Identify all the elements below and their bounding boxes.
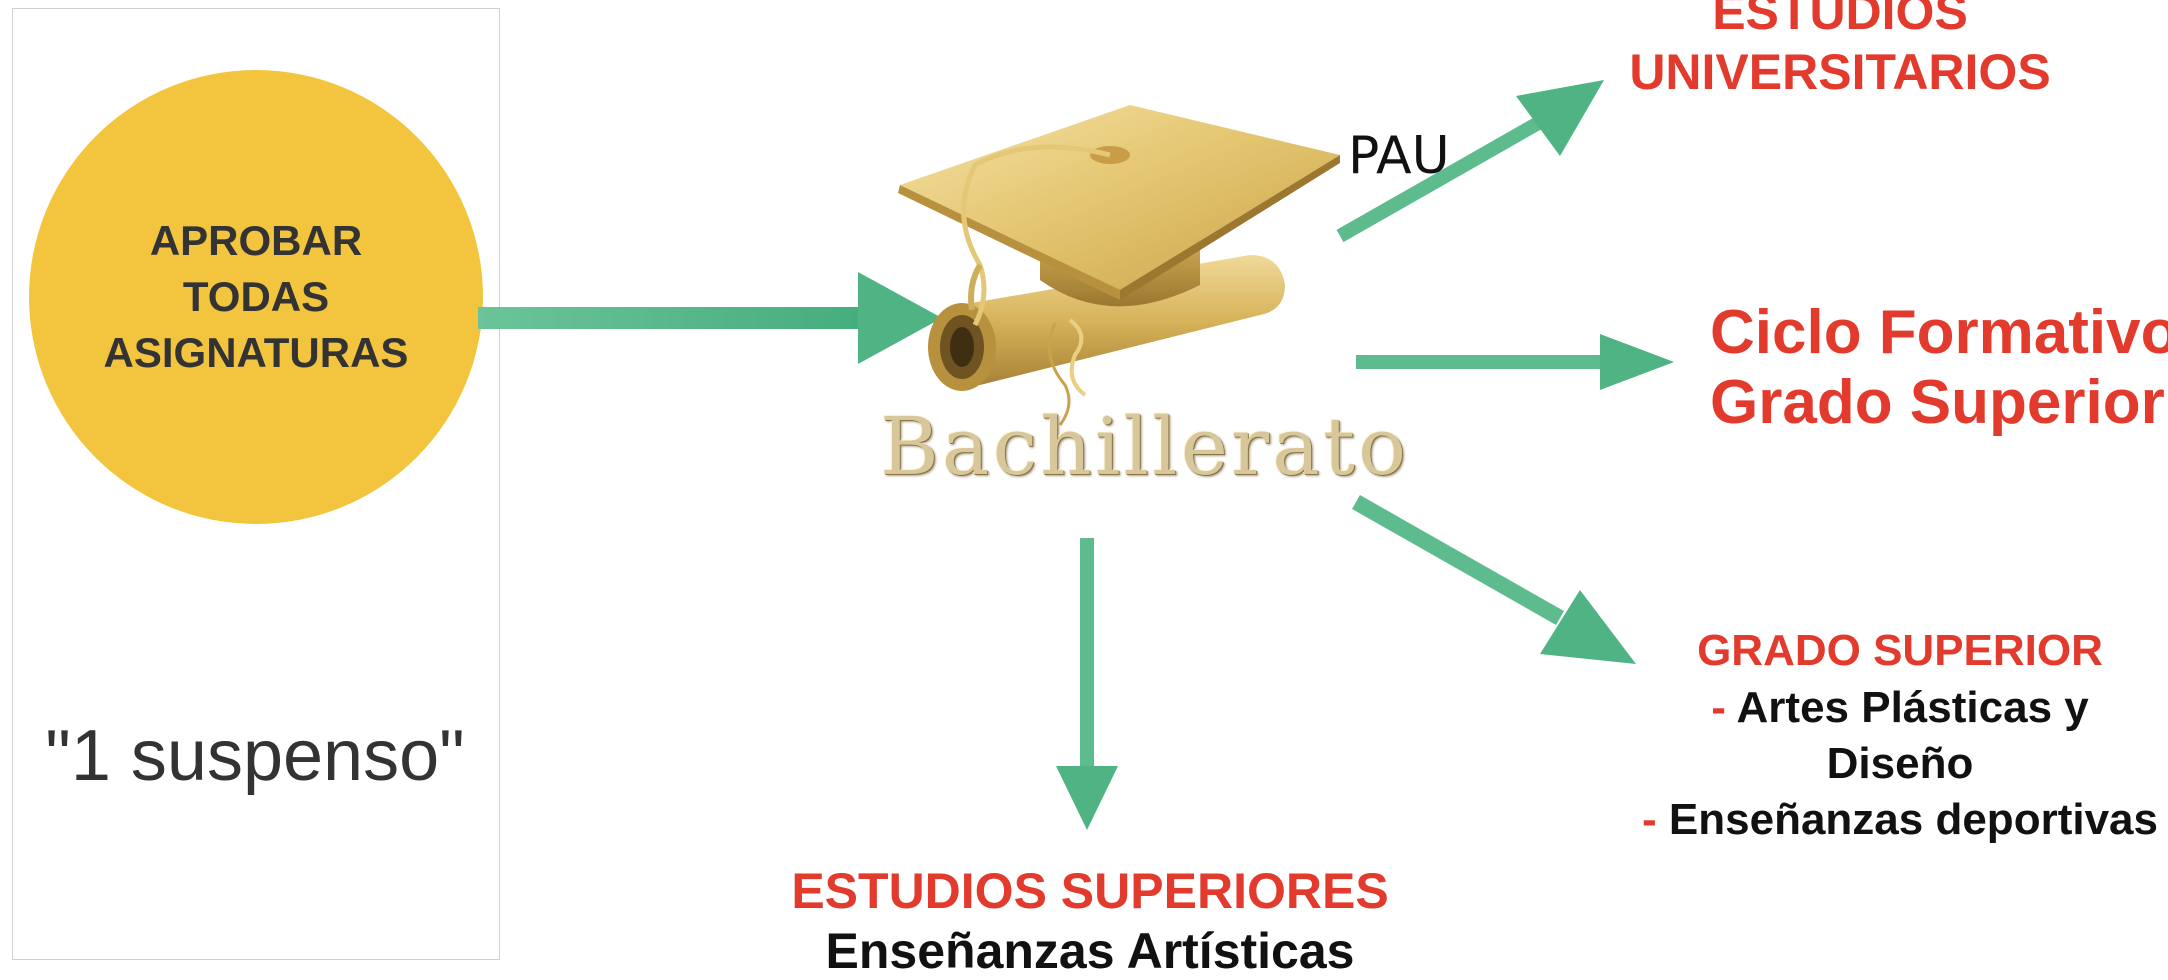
arrow-to-estudios-superiores: [1056, 538, 1118, 830]
pau-label: PAU: [1348, 126, 1450, 186]
requirement-text: APROBAR TODAS ASIGNATURAS: [103, 217, 409, 376]
suspenso-note: "1 suspenso": [45, 716, 465, 796]
grado-superior-list: - Artes Plásticas y Diseño - Enseñanzas …: [1640, 680, 2160, 848]
graduation-cap-icon: [898, 105, 1340, 327]
grado-superior-heading: GRADO SUPERIOR: [1697, 626, 2103, 675]
estudios-superiores-heading: ESTUDIOS SUPERIORES: [791, 863, 1389, 919]
list-item: - Artes Plásticas y Diseño: [1711, 683, 2089, 788]
arrow-to-universitarios: [1336, 80, 1604, 243]
bachillerato-logo-text: Bachillerato: [880, 400, 1410, 493]
requirement-circle: APROBAR TODAS ASIGNATURAS: [29, 70, 483, 524]
arrow-to-bachillerato: [478, 272, 942, 364]
arrow-to-grado-superior: [1352, 495, 1636, 664]
diploma-scroll-icon: [928, 255, 1285, 426]
arrow-to-ciclo: [1356, 334, 1674, 390]
bachillerato-emblem: [898, 105, 1340, 426]
ciclo-formativo-heading: Ciclo Formativo Grado Superior: [1710, 298, 2168, 437]
ensenanzas-artisticas-subheading: Enseñanzas Artísticas: [825, 923, 1355, 979]
list-item: - Enseñanzas deportivas: [1642, 795, 2158, 844]
estudios-universitarios-heading: ESTUDIOS UNIVERSITARIOS: [1629, 0, 2051, 100]
